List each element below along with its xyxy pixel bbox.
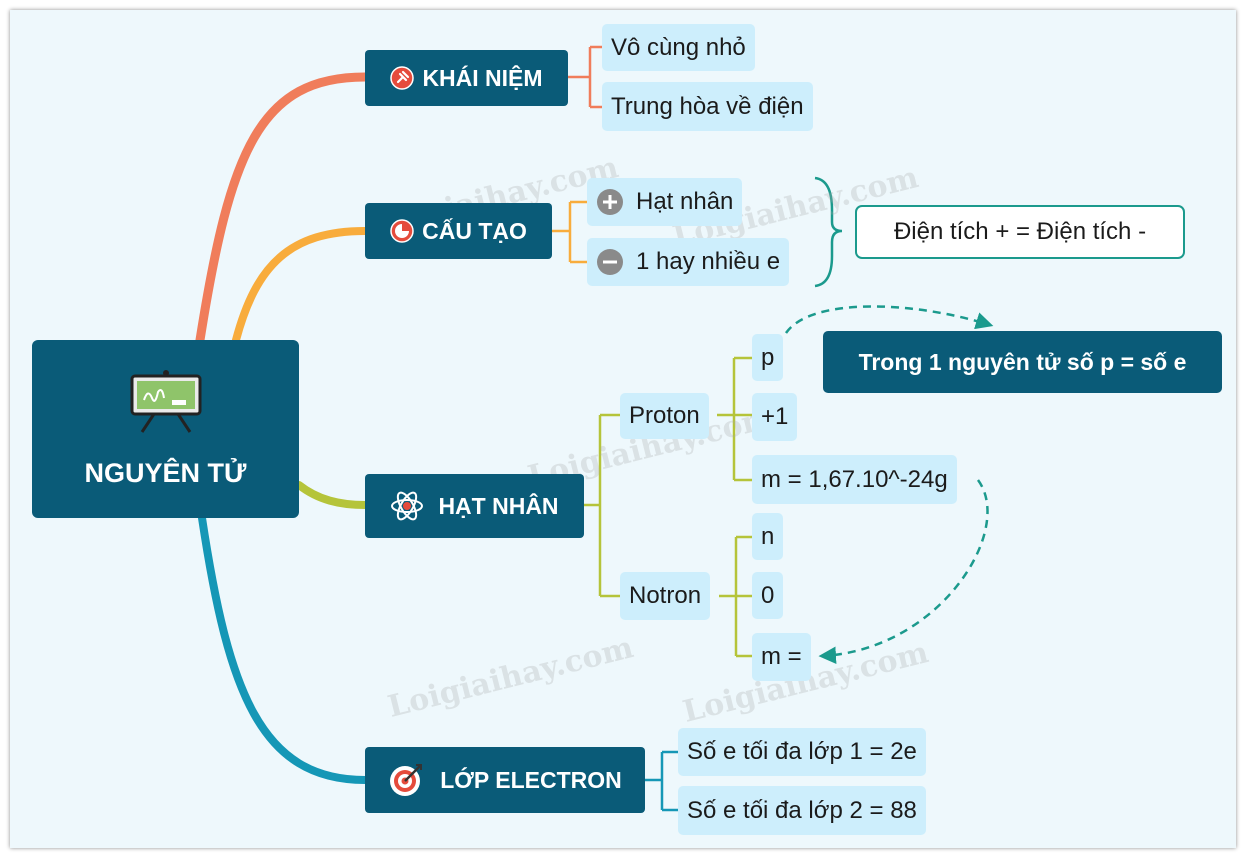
proton-item-p[interactable]: p	[752, 334, 784, 381]
pie-chart-icon	[390, 219, 414, 243]
relation-arrow-callout	[784, 305, 994, 334]
item-vo-cung-nho[interactable]: Vô cùng nhỏ	[602, 24, 755, 71]
summary-brace	[814, 176, 843, 288]
proton-item-mass[interactable]: m = 1,67.10^-24g	[752, 455, 957, 504]
notron-item-mass[interactable]: m =	[752, 633, 811, 681]
blackboard-icon	[128, 369, 204, 436]
branch-line-lop-electron	[198, 514, 369, 784]
item-1-hay-nhieu-e[interactable]: 1 hay nhiều e	[587, 238, 790, 286]
proton-node[interactable]: Proton	[620, 393, 709, 439]
branch-khai-niem[interactable]: KHÁI NIỆM	[365, 50, 568, 106]
branch-line-khai-niem	[195, 72, 370, 345]
branch-line-cau-tao	[232, 227, 369, 344]
central-topic[interactable]: NGUYÊN TỬ	[32, 340, 299, 518]
callout-p-equals-e[interactable]: Trong 1 nguyên tử số p = số e	[823, 331, 1222, 393]
notron-item-n[interactable]: n	[752, 513, 784, 560]
pin-icon	[390, 66, 415, 90]
summary-dien-tich[interactable]: Điện tích + = Điện tích -	[855, 205, 1185, 259]
branch-label: LỚP ELECTRON	[440, 766, 622, 793]
item-hat-nhan[interactable]: Hạt nhân	[587, 178, 743, 226]
branch-hat-nhan[interactable]: HẠT NHÂN	[365, 474, 584, 538]
central-topic-label: NGUYÊN TỬ	[84, 457, 247, 488]
branch-line-hat-nhan	[295, 481, 369, 509]
notron-node[interactable]: Notron	[620, 572, 711, 620]
branch-label: KHÁI NIỆM	[422, 64, 543, 91]
atom-icon	[390, 489, 424, 523]
connector-lines	[195, 45, 994, 812]
plus-circle-icon	[596, 188, 624, 216]
mindmap-canvas: Loigiaihay.com Loigiaihay.com Loigiaihay…	[10, 10, 1236, 848]
branch-cau-tao[interactable]: CẤU TẠO	[365, 203, 552, 259]
target-icon	[388, 762, 424, 798]
item-trung-hoa-ve-dien[interactable]: Trung hòa về điện	[602, 82, 813, 131]
branch-label: CẤU TẠO	[422, 217, 527, 244]
branch-label: HẠT NHÂN	[438, 492, 559, 519]
minus-circle-icon	[596, 248, 624, 276]
branch-lop-electron[interactable]: LỚP ELECTRON	[365, 747, 645, 813]
proton-item-charge[interactable]: +1	[752, 393, 798, 441]
relation-arrow-mass	[818, 479, 989, 665]
item-lop-1[interactable]: Số e tối đa lớp 1 = 2e	[678, 728, 926, 776]
notron-item-charge[interactable]: 0	[752, 572, 784, 619]
item-lop-2[interactable]: Số e tối đa lớp 2 = 88	[678, 786, 926, 835]
